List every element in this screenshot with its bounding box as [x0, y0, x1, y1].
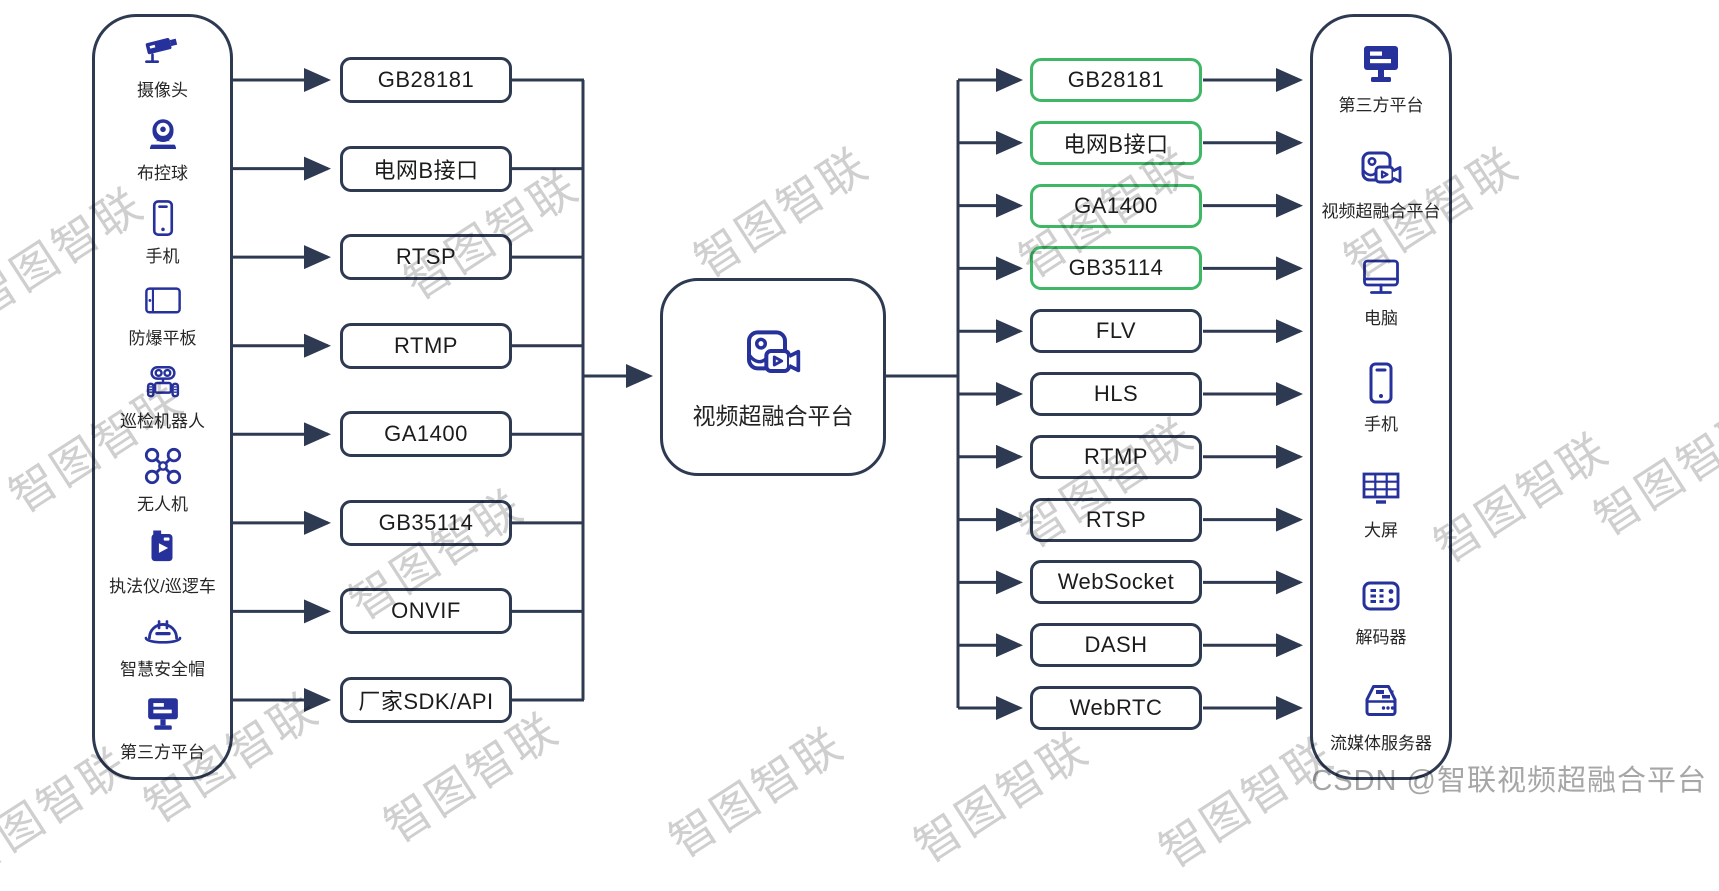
output-protocol-node: GB35114	[1030, 246, 1202, 291]
device-item: 大屏	[1357, 465, 1405, 541]
device-item: 解码器	[1356, 572, 1407, 648]
device-label: 解码器	[1355, 627, 1407, 647]
output-protocol-node: WebSocket	[1030, 560, 1202, 605]
device-item: 电脑	[1357, 253, 1405, 329]
device-item: 手机	[1357, 359, 1405, 435]
video-platform-icon	[741, 323, 805, 387]
device-item: 防爆平板	[129, 279, 197, 349]
device-item: 布控球	[137, 114, 188, 184]
bodycam-icon	[141, 527, 183, 569]
monitor-solid-icon	[1357, 40, 1405, 88]
device-label: 流媒体服务器	[1330, 733, 1432, 753]
device-item: 流媒体服务器	[1330, 678, 1432, 754]
csdn-watermark: CSDN @智联视频超融合平台	[1311, 765, 1707, 797]
device-item: 执法仪/巡逻车	[109, 527, 216, 597]
device-item: 巡检机器人	[120, 362, 205, 432]
monitor-solid-icon	[142, 693, 184, 735]
output-protocol-node: HLS	[1030, 372, 1202, 416]
device-label: 摄像头	[137, 81, 188, 101]
videowall-icon	[1357, 465, 1405, 513]
output-protocol-node: GA1400	[1030, 183, 1202, 228]
output-protocol-node: DASH	[1030, 623, 1202, 668]
ingest-protocol-node: GB28181	[340, 57, 512, 103]
device-label: 执法仪/巡逻车	[109, 577, 216, 597]
device-label: 第三方平台	[120, 742, 205, 762]
device-label: 手机	[1364, 414, 1398, 434]
source-devices-panel: 摄像头布控球手机防爆平板巡检机器人无人机执法仪/巡逻车智慧安全帽第三方平台	[92, 14, 233, 780]
output-protocol-node: RTSP	[1030, 497, 1202, 542]
ingest-protocol-node: ONVIF	[340, 588, 512, 635]
smartphone-icon	[1357, 359, 1405, 407]
device-label: 布控球	[137, 163, 188, 183]
platform-label: 视频超融合平台	[692, 403, 854, 429]
device-item: 智慧安全帽	[120, 610, 205, 680]
device-label: 手机	[145, 246, 180, 266]
ingest-protocol-node: RTSP	[340, 234, 512, 281]
device-label: 无人机	[137, 494, 188, 514]
tablet-icon	[142, 279, 184, 321]
output-devices-panel: 第三方平台视频超融合平台电脑手机大屏解码器流媒体服务器	[1310, 14, 1452, 780]
video-platform-icon	[1357, 146, 1405, 194]
desktop-icon	[1357, 253, 1405, 301]
device-label: 防爆平板	[128, 329, 197, 349]
ingest-protocol-node: GB35114	[340, 499, 512, 546]
dome-camera-icon	[142, 114, 184, 156]
drone-icon	[142, 445, 184, 487]
device-item: 第三方平台	[1339, 40, 1424, 116]
ingest-protocol-node: RTMP	[340, 322, 512, 369]
output-protocol-node: RTMP	[1030, 434, 1202, 479]
output-protocol-node: GB28181	[1030, 58, 1202, 102]
server-icon	[1357, 678, 1405, 726]
device-label: 电脑	[1364, 308, 1398, 328]
device-item: 摄像头	[137, 31, 188, 101]
output-protocol-node: 电网B接口	[1030, 120, 1202, 165]
device-item: 无人机	[137, 445, 188, 515]
helmet-icon	[142, 610, 184, 652]
smartphone-icon	[142, 197, 184, 239]
device-label: 大屏	[1364, 521, 1398, 541]
platform-node: 视频超融合平台	[660, 278, 886, 476]
device-label: 视频超融合平台	[1321, 202, 1441, 222]
robot-icon	[142, 362, 184, 404]
cctv-camera-icon	[142, 31, 184, 73]
device-label: 智慧安全帽	[120, 659, 205, 679]
output-protocol-node: FLV	[1030, 309, 1202, 354]
device-item: 第三方平台	[120, 693, 205, 763]
device-label: 巡检机器人	[120, 411, 205, 431]
decoder-icon	[1357, 572, 1405, 620]
ingest-protocol-node: 电网B接口	[340, 145, 512, 192]
device-item: 视频超融合平台	[1322, 146, 1441, 222]
device-item: 手机	[142, 197, 184, 267]
output-protocol-node: WebRTC	[1030, 686, 1202, 730]
device-label: 第三方平台	[1338, 96, 1424, 116]
ingest-protocol-node: 厂家SDK/API	[340, 677, 512, 723]
ingest-protocol-node: GA1400	[340, 411, 512, 458]
